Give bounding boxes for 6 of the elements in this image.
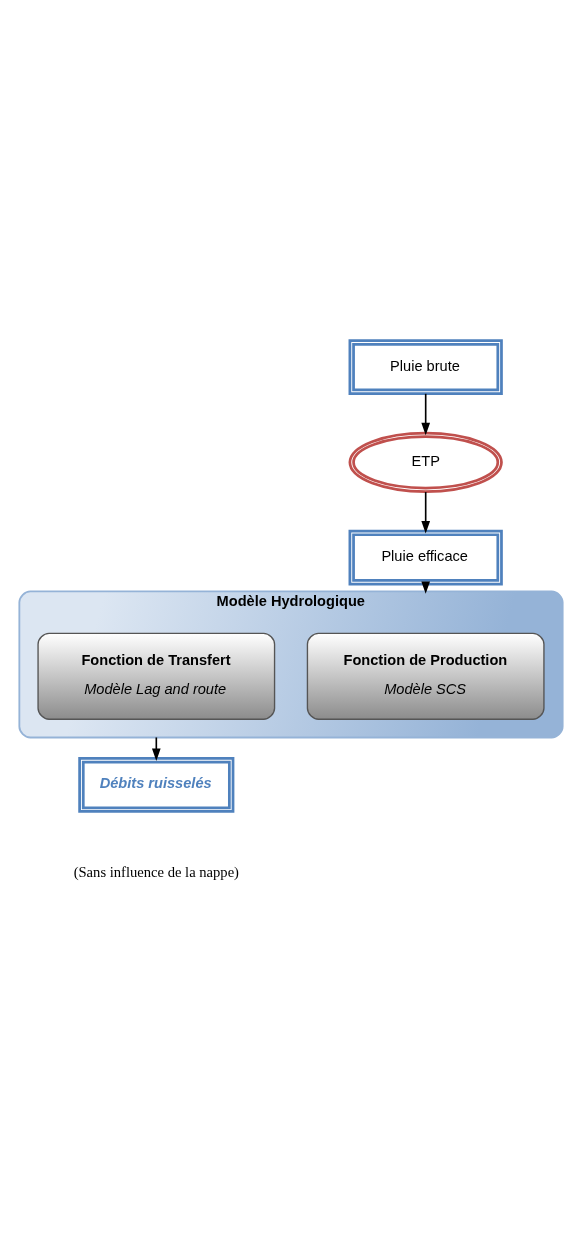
node-box: Fonction de Production Modèle SCS bbox=[306, 632, 545, 720]
arrow bbox=[421, 392, 431, 435]
node-label: (Sans influence de la nappe) bbox=[73, 863, 239, 880]
arrow bbox=[421, 490, 431, 533]
arrow bbox=[151, 736, 161, 761]
node-box: Fonction de Transfert Modèle Lag and route bbox=[37, 632, 276, 720]
